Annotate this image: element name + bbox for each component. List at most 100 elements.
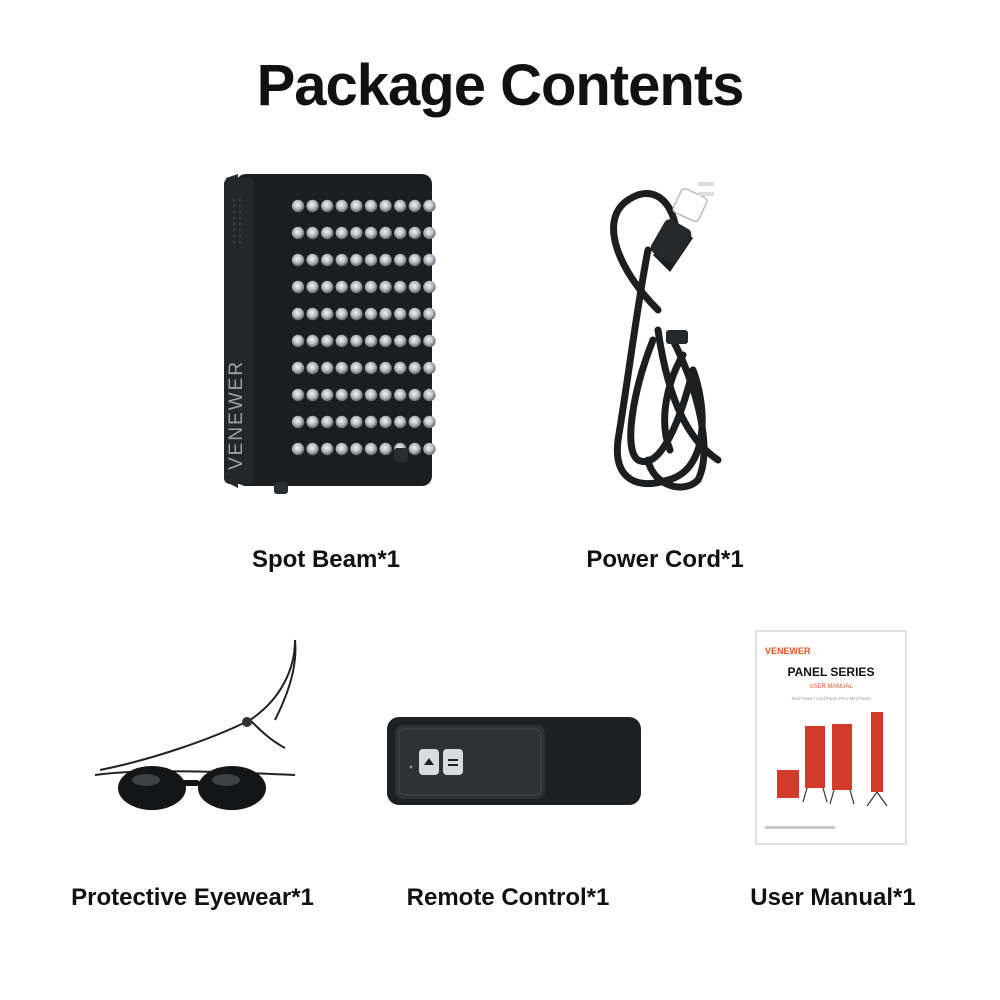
- power-cord-label: Power Cord*1: [586, 546, 744, 573]
- led-bulb: [335, 307, 348, 321]
- led-bulb: [321, 415, 334, 429]
- led-bulb: [306, 199, 319, 213]
- led-bulb: [423, 307, 436, 321]
- led-bulb: [379, 442, 392, 456]
- led-bulb: [364, 199, 378, 213]
- eyewear-label: Protective Eyewear*1: [71, 884, 314, 911]
- remote-control-label: Remote Control*1: [406, 884, 610, 911]
- led-bulb: [408, 307, 421, 321]
- led-bulb: [321, 388, 334, 402]
- led-bulb: [423, 361, 436, 375]
- led-bulb: [321, 307, 334, 321]
- led-bulb: [306, 334, 319, 348]
- led-bulb: [364, 253, 378, 267]
- led-bulb: [394, 361, 407, 375]
- led-bulb: [335, 361, 348, 375]
- led-bulb: [350, 442, 363, 456]
- led-bulb: [291, 361, 305, 375]
- led-bulb: [408, 226, 421, 240]
- led-bulb: [394, 334, 407, 348]
- led-bulb: [321, 226, 334, 240]
- led-bulb: [321, 253, 334, 267]
- led-bulb: [394, 199, 407, 213]
- led-bulb: [379, 226, 392, 240]
- led-bulb: [408, 253, 421, 267]
- led-bulb: [291, 280, 305, 294]
- led-bulb: [379, 388, 392, 402]
- led-bulb: [306, 307, 319, 321]
- led-bulb: [321, 442, 334, 456]
- led-bulb: [335, 415, 348, 429]
- led-bulb: [291, 253, 305, 267]
- eyewear-image: [90, 630, 310, 820]
- led-bulb: [306, 388, 319, 402]
- page-title: Package Contents: [256, 53, 745, 118]
- led-bulb: [394, 226, 407, 240]
- manual-series-text: PANEL SERIES: [788, 665, 875, 679]
- led-bulb: [394, 280, 407, 294]
- led-bulb: [379, 199, 392, 213]
- user-manual-icon: VENEWER PANEL SERIES USER MANUAL Red Pan…: [755, 630, 907, 845]
- led-bulb: [423, 442, 436, 456]
- led-bulb: [379, 280, 392, 294]
- led-bulb: [291, 334, 305, 348]
- led-bulb: [379, 334, 392, 348]
- spot-beam-image: VENEWER: [218, 170, 438, 500]
- led-bulb: [423, 226, 436, 240]
- led-bulb: [394, 415, 407, 429]
- eyewear-icon: [94, 639, 297, 810]
- led-bulb: [364, 334, 378, 348]
- led-bulb: [350, 307, 363, 321]
- led-bulb: [335, 334, 348, 348]
- led-bulb: [408, 442, 421, 456]
- led-bulb: [291, 415, 305, 429]
- led-bulb: [291, 442, 305, 456]
- led-bulb: [364, 442, 378, 456]
- led-bulb: [423, 388, 436, 402]
- led-bulb: [364, 415, 378, 429]
- led-bulb: [335, 388, 348, 402]
- remote-menu-button[interactable]: [443, 749, 463, 775]
- led-bulb: [423, 253, 436, 267]
- remote-control-icon: [387, 717, 641, 805]
- power-cord-image: [598, 180, 748, 500]
- led-bulb: [306, 442, 319, 456]
- led-bulb: [350, 226, 363, 240]
- led-bulb: [321, 199, 334, 213]
- led-bulb: [306, 415, 319, 429]
- power-cord-icon: [610, 182, 722, 491]
- led-bulb: [350, 415, 363, 429]
- led-bulb: [364, 307, 378, 321]
- led-bulb: [423, 415, 436, 429]
- led-bulb: [408, 334, 421, 348]
- led-bulb: [350, 280, 363, 294]
- led-bulb: [291, 388, 305, 402]
- user-manual-image: VENEWER PANEL SERIES USER MANUAL Red Pan…: [755, 630, 907, 845]
- led-bulb: [394, 307, 407, 321]
- led-bulb: [423, 280, 436, 294]
- led-bulb: [306, 361, 319, 375]
- led-bulb: [364, 361, 378, 375]
- led-bulb: [408, 199, 421, 213]
- led-bulb: [335, 253, 348, 267]
- led-bulb: [350, 199, 363, 213]
- led-bulb: [394, 388, 407, 402]
- led-bulb: [379, 415, 392, 429]
- manual-subtitle-text: USER MANUAL: [809, 684, 853, 690]
- led-bulb: [408, 415, 421, 429]
- led-bulb: [408, 361, 421, 375]
- user-manual-label: User Manual*1: [750, 884, 916, 911]
- led-bulb: [291, 307, 305, 321]
- led-bulb: [350, 388, 363, 402]
- led-bulb: [291, 199, 305, 213]
- led-bulb: [321, 361, 334, 375]
- led-bulb: [350, 361, 363, 375]
- led-panel-icon: VENEWER: [224, 174, 436, 494]
- led-bulb: [350, 253, 363, 267]
- led-bulb: [364, 388, 378, 402]
- spot-beam-label: Spot Beam*1: [251, 546, 401, 573]
- led-bulb: [364, 226, 378, 240]
- led-bulb: [408, 388, 421, 402]
- led-bulb: [306, 280, 319, 294]
- remote-control-image: [385, 715, 645, 807]
